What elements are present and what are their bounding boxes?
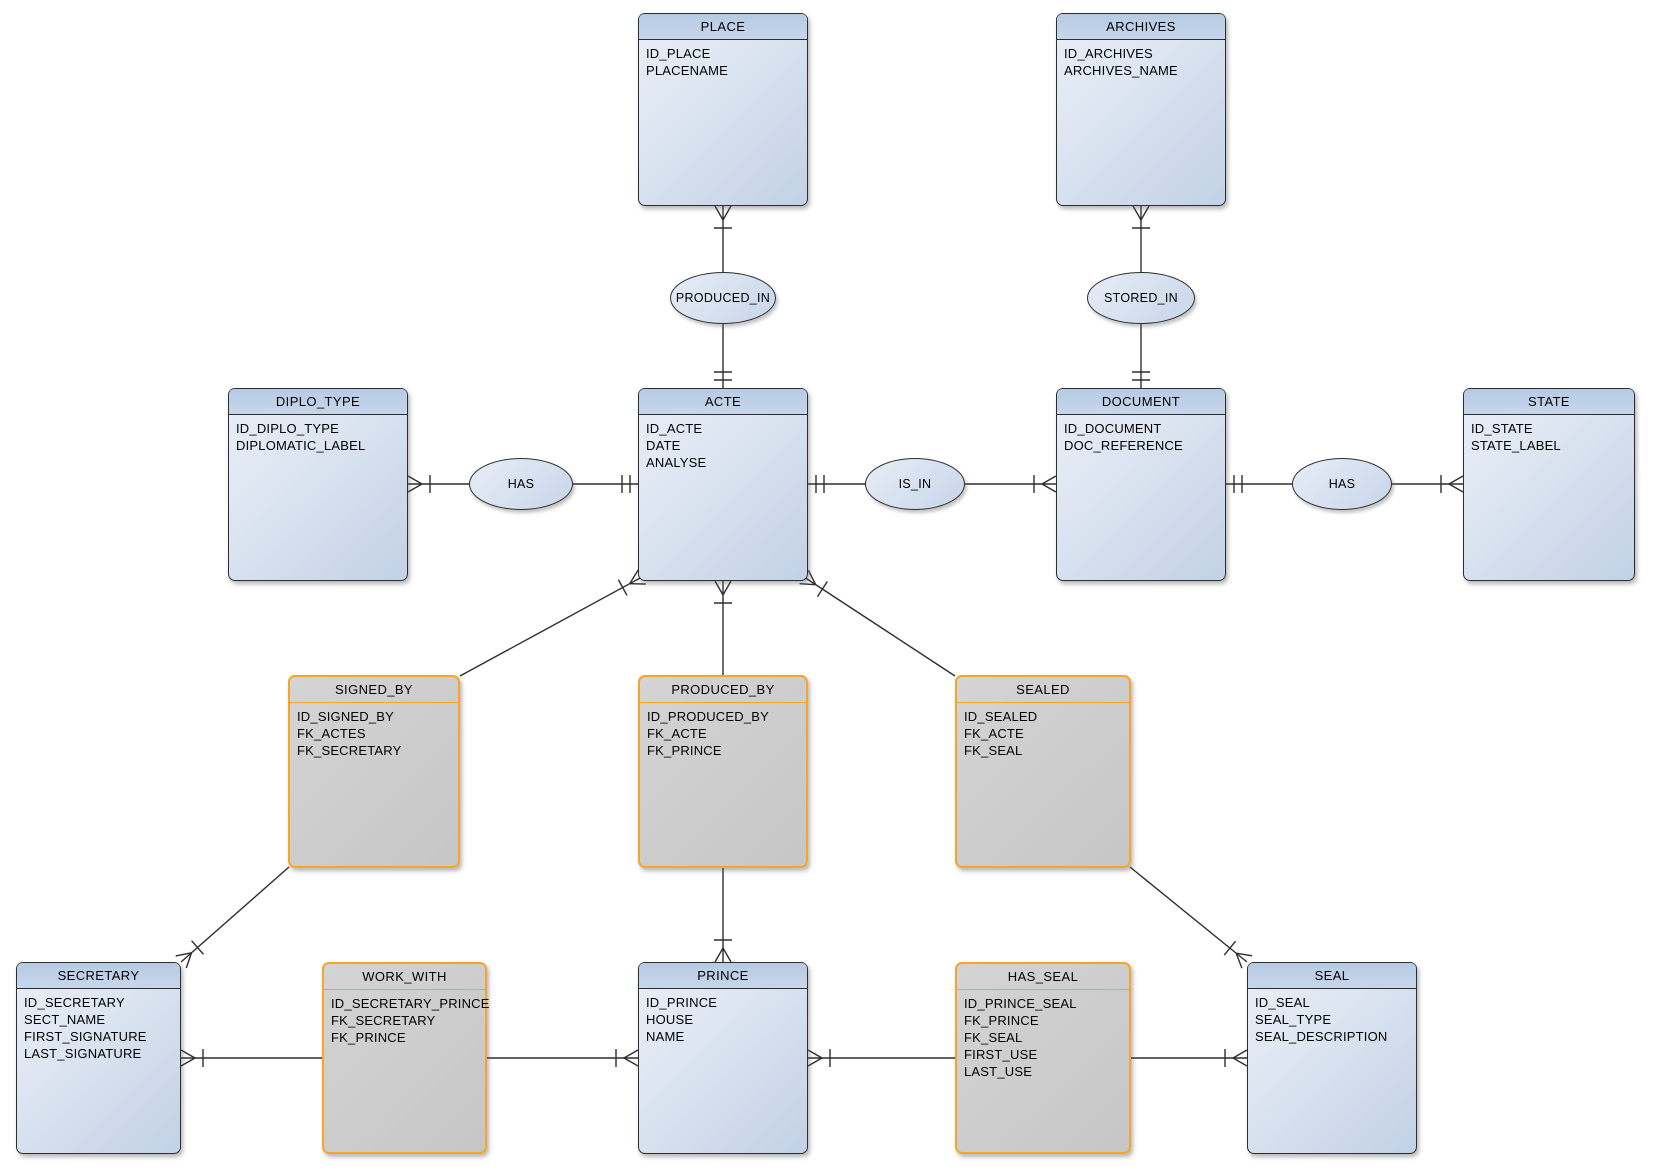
entity-title: SEAL xyxy=(1248,963,1416,989)
association-attributes: ID_PRINCE_SEAL FK_PRINCE FK_SEAL FIRST_U… xyxy=(964,996,1077,1079)
association-signed-by[interactable]: SIGNED_BY ID_SIGNED_BY FK_ACTES FK_SECRE… xyxy=(288,675,460,868)
association-title: PRODUCED_BY xyxy=(640,677,806,703)
entity-document[interactable]: DOCUMENT ID_DOCUMENT DOC_REFERENCE xyxy=(1056,388,1226,581)
entity-attributes: ID_PLACE PLACENAME xyxy=(646,46,728,78)
association-attributes: ID_SECRETARY_PRINCE FK_SECRETARY FK_PRIN… xyxy=(331,996,490,1045)
entity-title: ARCHIVES xyxy=(1057,14,1225,40)
entity-attributes: ID_PRINCE HOUSE NAME xyxy=(646,995,718,1044)
entity-attributes: ID_ACTE DATE ANALYSE xyxy=(646,421,707,470)
entity-secretary[interactable]: SECRETARY ID_SECRETARY SECT_NAME FIRST_S… xyxy=(16,962,181,1154)
entity-seal[interactable]: SEAL ID_SEAL SEAL_TYPE SEAL_DESCRIPTION xyxy=(1247,962,1417,1154)
association-work-with[interactable]: WORK_WITH ID_SECRETARY_PRINCE FK_SECRETA… xyxy=(322,962,490,1154)
entity-title: PRINCE xyxy=(639,963,807,989)
entity-attributes: ID_SEAL SEAL_TYPE SEAL_DESCRIPTION xyxy=(1255,995,1388,1044)
relationship-label: HAS xyxy=(507,477,535,491)
relationship-label: HAS xyxy=(1328,477,1356,491)
relationship-label: PRODUCED_IN xyxy=(675,291,771,305)
entity-prince[interactable]: PRINCE ID_PRINCE HOUSE NAME xyxy=(638,962,808,1154)
entity-title: PLACE xyxy=(639,14,807,40)
relationship-is-in[interactable]: IS_IN xyxy=(865,458,965,510)
association-has-seal[interactable]: HAS_SEAL ID_PRINCE_SEAL FK_PRINCE FK_SEA… xyxy=(955,962,1131,1154)
association-title: SEALED xyxy=(957,677,1129,703)
entity-diplo-type[interactable]: DIPLO_TYPE ID_DIPLO_TYPE DIPLOMATIC_LABE… xyxy=(228,388,408,581)
entity-title: SECRETARY xyxy=(17,963,180,989)
relationship-label: IS_IN xyxy=(898,477,932,491)
association-attributes: ID_SIGNED_BY FK_ACTES FK_SECRETARY xyxy=(297,709,402,758)
entity-attributes: ID_SECRETARY SECT_NAME FIRST_SIGNATURE L… xyxy=(24,995,147,1061)
association-attributes: ID_PRODUCED_BY FK_ACTE FK_PRINCE xyxy=(647,709,769,758)
entity-title: ACTE xyxy=(639,389,807,415)
association-sealed[interactable]: SEALED ID_SEALED FK_ACTE FK_SEAL xyxy=(955,675,1131,868)
association-title: WORK_WITH xyxy=(324,964,485,990)
entity-archives[interactable]: ARCHIVES ID_ARCHIVES ARCHIVES_NAME xyxy=(1056,13,1226,206)
association-produced-by[interactable]: PRODUCED_BY ID_PRODUCED_BY FK_ACTE FK_PR… xyxy=(638,675,808,868)
relationship-produced-in[interactable]: PRODUCED_IN xyxy=(670,272,776,324)
entity-state[interactable]: STATE ID_STATE STATE_LABEL xyxy=(1463,388,1635,581)
entity-attributes: ID_STATE STATE_LABEL xyxy=(1471,421,1561,453)
association-title: HAS_SEAL xyxy=(957,964,1129,990)
relationship-has-diplo-type[interactable]: HAS xyxy=(469,458,573,510)
entity-title: DOCUMENT xyxy=(1057,389,1225,415)
entity-title: DIPLO_TYPE xyxy=(229,389,407,415)
entity-attributes: ID_DIPLO_TYPE DIPLOMATIC_LABEL xyxy=(236,421,366,453)
entity-place[interactable]: PLACE ID_PLACE PLACENAME xyxy=(638,13,808,206)
entity-acte[interactable]: ACTE ID_ACTE DATE ANALYSE xyxy=(638,388,808,581)
association-title: SIGNED_BY xyxy=(290,677,458,703)
entity-attributes: ID_ARCHIVES ARCHIVES_NAME xyxy=(1064,46,1178,78)
relationship-has-state[interactable]: HAS xyxy=(1292,458,1392,510)
relationship-stored-in[interactable]: STORED_IN xyxy=(1087,272,1195,324)
association-attributes: ID_SEALED FK_ACTE FK_SEAL xyxy=(964,709,1038,758)
relationship-label: STORED_IN xyxy=(1103,291,1178,305)
entity-title: STATE xyxy=(1464,389,1634,415)
entity-attributes: ID_DOCUMENT DOC_REFERENCE xyxy=(1064,421,1183,453)
